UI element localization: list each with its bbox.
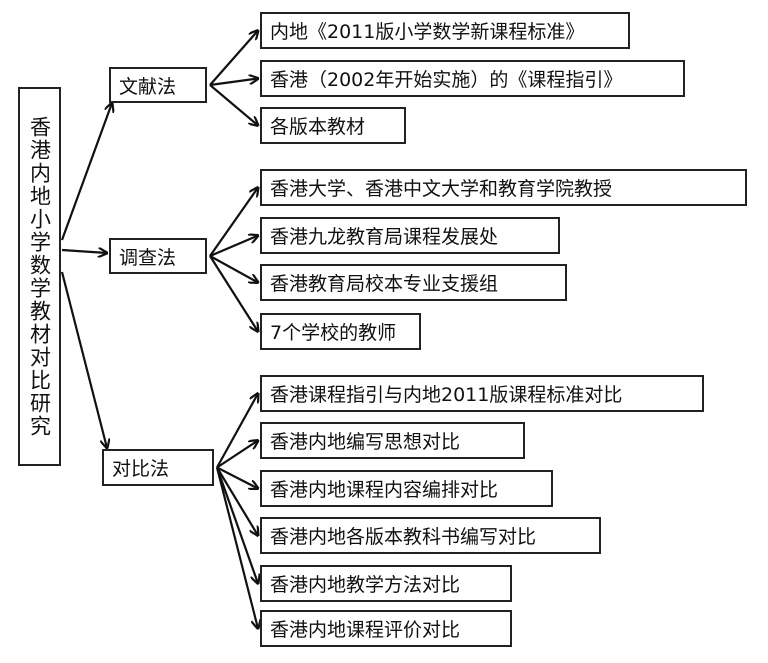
item-label: 香港内地教学方法对比 [270, 574, 461, 596]
arrow-method-to-item [216, 441, 258, 469]
comparison-item: 香港课程指引与内地2011版课程标准对比 [260, 375, 704, 412]
arrow-method-to-item [215, 467, 258, 629]
arrow-method-to-item [216, 466, 258, 536]
survey-item: 香港大学、香港中文大学和教育学院教授 [260, 169, 747, 206]
method-survey: 调查法 [109, 238, 207, 274]
item-label: 香港大学、香港中文大学和教育学院教授 [270, 178, 613, 200]
method-literature: 文献法 [109, 67, 207, 103]
arrow-method-to-item [209, 188, 258, 257]
item-label: 香港教育局校本专业支援组 [270, 273, 499, 295]
survey-item: 香港教育局校本专业支援组 [260, 264, 567, 301]
item-label: 7个学校的教师 [270, 322, 397, 344]
literature-item: 香港（2002年开始实施）的《课程指引》 [260, 60, 685, 97]
arrow-method-to-item [216, 394, 258, 469]
item-label: 香港内地课程评价对比 [270, 619, 461, 641]
arrow-method-to-item [209, 236, 258, 258]
comparison-item: 香港内地课程内容编排对比 [260, 470, 553, 507]
arrow-method-to-item [209, 84, 258, 126]
item-label: 香港内地各版本教科书编写对比 [270, 526, 537, 548]
arrow-method-to-item [209, 255, 258, 283]
method-label: 对比法 [112, 458, 170, 480]
root-label: 香港内地小学数学教材对比研究 [27, 115, 52, 438]
comparison-item: 香港内地各版本教科书编写对比 [260, 517, 601, 554]
comparison-item: 香港内地课程评价对比 [260, 610, 512, 647]
survey-item: 香港九龙教育局课程发展处 [260, 217, 560, 254]
item-label: 香港内地编写思想对比 [270, 431, 461, 453]
item-label: 香港（2002年开始实施）的《课程指引》 [270, 69, 623, 91]
root-node: 香港内地小学数学教材对比研究 [18, 87, 61, 466]
arrow-method-to-item [209, 31, 258, 86]
arrow-method-to-item [209, 255, 258, 332]
literature-item: 内地《2011版小学数学新课程标准》 [260, 12, 630, 49]
method-label: 文献法 [119, 75, 177, 98]
method-comparison: 对比法 [102, 449, 214, 486]
item-label: 内地《2011版小学数学新课程标准》 [270, 21, 585, 43]
arrow-root-to-method [60, 271, 107, 448]
survey-item: 7个学校的教师 [260, 313, 421, 350]
item-label: 香港课程指引与内地2011版课程标准对比 [270, 384, 623, 406]
method-label: 调查法 [119, 246, 177, 269]
item-label: 各版本教材 [270, 116, 366, 138]
item-label: 香港九龙教育局课程发展处 [270, 226, 499, 248]
arrow-method-to-item [209, 79, 258, 87]
arrow-method-to-item [216, 466, 258, 489]
arrow-root-to-method [60, 103, 112, 241]
comparison-item: 香港内地教学方法对比 [260, 565, 512, 602]
comparison-item: 香港内地编写思想对比 [260, 422, 525, 459]
arrow-root-to-method [61, 250, 107, 253]
item-label: 香港内地课程内容编排对比 [270, 479, 499, 501]
literature-item: 各版本教材 [260, 107, 406, 144]
arrow-method-to-item [215, 467, 258, 584]
